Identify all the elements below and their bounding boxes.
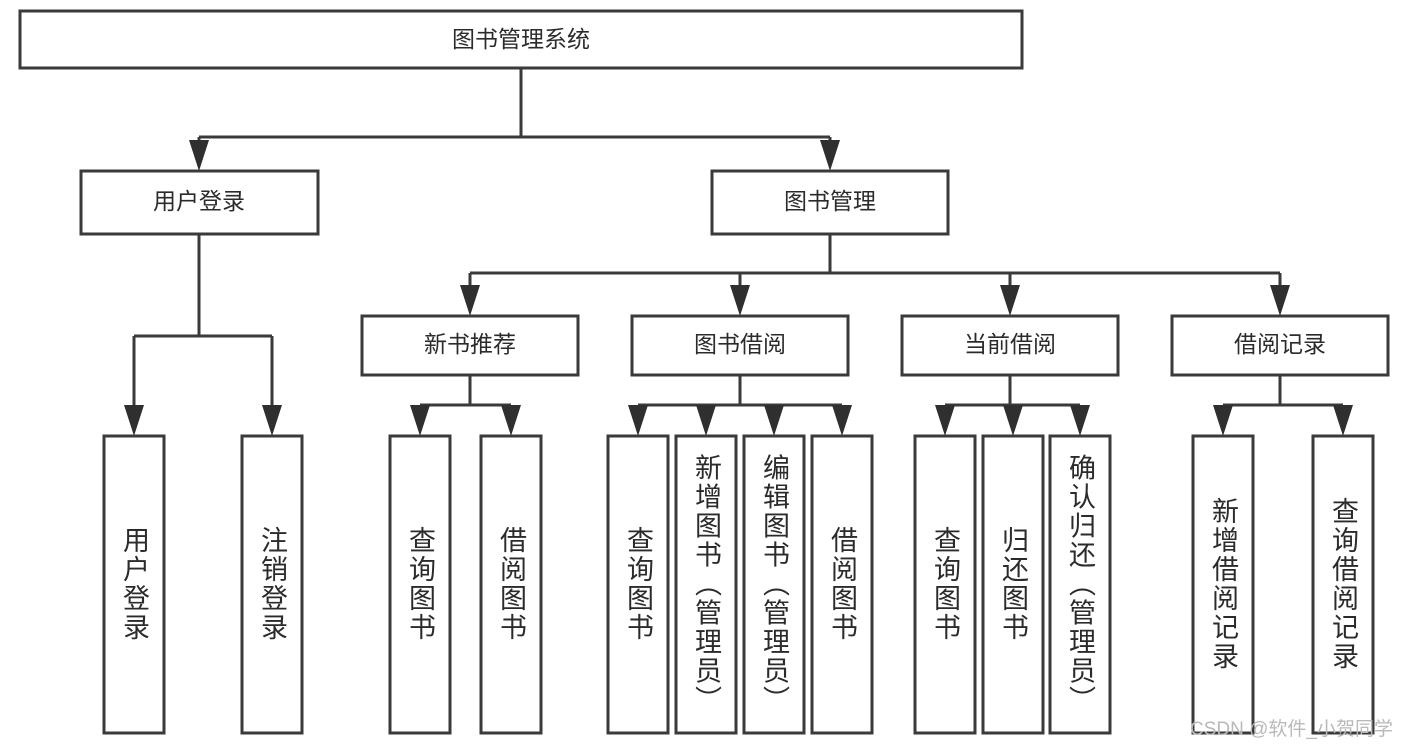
leaf-book-borrow-0-label: 查询图书 xyxy=(623,526,654,642)
arrow-to-leaf-borrowrecord-1 xyxy=(1333,405,1353,436)
node-borrow-record-label: 借阅记录 xyxy=(1234,331,1326,357)
arrow-to-leaf-user-login-0 xyxy=(124,405,144,436)
arrow-to-leaf-newbook-1 xyxy=(501,405,521,436)
leaf-book-borrow-2-label: 编辑图书（管理员） xyxy=(759,453,790,714)
leaf-new-book-1[interactable]: 借阅图书 xyxy=(479,434,543,735)
arrow-to-book-borrow xyxy=(730,285,750,316)
node-new-book-recommend-box[interactable] xyxy=(360,314,580,377)
node-current-borrow[interactable]: 当前借阅 xyxy=(900,314,1120,377)
node-user-login-label: 用户登录 xyxy=(153,188,245,214)
leaf-user-login-0-label: 用户登录 xyxy=(119,526,150,642)
arrow-to-current-borrow xyxy=(1000,285,1020,316)
leaf-borrow-record-0-label: 新增借阅记录 xyxy=(1208,497,1239,671)
leaf-borrow-record-0-box[interactable] xyxy=(1191,434,1255,735)
leaf-borrow-record-1-box[interactable] xyxy=(1311,434,1375,735)
leaf-borrow-record-1[interactable]: 查询借阅记录 xyxy=(1311,434,1375,735)
csdn-watermark: CSDN @软件_小贺同学 xyxy=(1190,718,1393,740)
arrow-to-leaf-newbook-0 xyxy=(410,405,430,436)
arrow-to-user-login xyxy=(189,140,209,171)
arrow-to-borrow-record xyxy=(1270,285,1290,316)
node-new-book-recommend-label: 新书推荐 xyxy=(424,331,516,357)
leaf-user-login-0[interactable]: 用户登录 xyxy=(102,434,166,735)
leaf-book-borrow-1-label: 新增图书（管理员） xyxy=(691,453,722,714)
leaf-current-borrow-2-box[interactable] xyxy=(1048,434,1112,735)
arrow-to-leaf-bookborrow-3 xyxy=(832,405,852,436)
arrow-to-leaf-bookborrow-1 xyxy=(696,405,716,436)
leaf-current-borrow-2-label: 确认归还（管理员） xyxy=(1065,453,1096,714)
arrow-to-leaf-user-login-1 xyxy=(262,405,282,436)
leaf-new-book-1-box[interactable] xyxy=(479,434,543,735)
leaf-book-borrow-0-box[interactable] xyxy=(606,434,670,735)
leaf-book-borrow-1-box[interactable] xyxy=(674,434,738,735)
leaf-book-borrow-1[interactable]: 新增图书（管理员） xyxy=(674,434,738,735)
node-current-borrow-box[interactable] xyxy=(900,314,1120,377)
leaf-user-login-1[interactable]: 注销登录 xyxy=(240,434,304,735)
leaf-current-borrow-0-label: 查询图书 xyxy=(930,526,961,642)
arrow-to-leaf-currentborrow-2 xyxy=(1070,405,1090,436)
node-user-login[interactable]: 用户登录 xyxy=(79,169,320,236)
leaf-current-borrow-0[interactable]: 查询图书 xyxy=(913,434,977,735)
leaf-book-borrow-3-label: 借阅图书 xyxy=(827,526,858,642)
arrow-to-leaf-bookborrow-0 xyxy=(628,405,648,436)
arrow-to-new-book xyxy=(460,285,480,316)
leaf-borrow-record-1-label: 查询借阅记录 xyxy=(1328,497,1359,671)
leaf-book-borrow-0[interactable]: 查询图书 xyxy=(606,434,670,735)
leaf-book-borrow-2[interactable]: 编辑图书（管理员） xyxy=(742,434,806,735)
leaf-borrow-record-0[interactable]: 新增借阅记录 xyxy=(1191,434,1255,735)
node-root-label: 图书管理系统 xyxy=(452,26,590,52)
node-book-borrow-label: 图书借阅 xyxy=(694,331,786,357)
leaf-current-borrow-0-box[interactable] xyxy=(913,434,977,735)
leaf-book-borrow-3-box[interactable] xyxy=(810,434,874,735)
leaf-user-login-0-box[interactable] xyxy=(102,434,166,735)
node-root-system[interactable]: 图书管理系统 xyxy=(18,9,1024,70)
node-user-login-box[interactable] xyxy=(79,169,320,236)
arrow-to-leaf-bookborrow-2 xyxy=(764,405,784,436)
node-new-book-recommend[interactable]: 新书推荐 xyxy=(360,314,580,377)
connector-layer xyxy=(124,68,1353,436)
node-book-borrow[interactable]: 图书借阅 xyxy=(630,314,850,377)
node-book-manage[interactable]: 图书管理 xyxy=(710,169,950,236)
arrow-to-leaf-currentborrow-1 xyxy=(1003,405,1023,436)
leaf-new-book-0[interactable]: 查询图书 xyxy=(388,434,452,735)
arrow-to-leaf-currentborrow-0 xyxy=(935,405,955,436)
node-borrow-record-box[interactable] xyxy=(1170,314,1390,377)
node-root-box[interactable] xyxy=(18,9,1024,70)
leaf-current-borrow-1-label: 归还图书 xyxy=(998,526,1029,642)
leaf-user-login-1-label: 注销登录 xyxy=(257,526,288,642)
leaf-book-borrow-3[interactable]: 借阅图书 xyxy=(810,434,874,735)
node-book-borrow-box[interactable] xyxy=(630,314,850,377)
node-book-manage-label: 图书管理 xyxy=(784,188,876,214)
arrow-to-leaf-borrowrecord-0 xyxy=(1213,405,1233,436)
node-current-borrow-label: 当前借阅 xyxy=(964,331,1056,357)
leaf-user-login-1-box[interactable] xyxy=(240,434,304,735)
leaf-new-book-0-label: 查询图书 xyxy=(405,526,436,642)
leaf-current-borrow-1[interactable]: 归还图书 xyxy=(981,434,1045,735)
leaf-current-borrow-1-box[interactable] xyxy=(981,434,1045,735)
node-borrow-record[interactable]: 借阅记录 xyxy=(1170,314,1390,377)
node-book-manage-box[interactable] xyxy=(710,169,950,236)
leaf-book-borrow-2-box[interactable] xyxy=(742,434,806,735)
arrow-to-book-manage xyxy=(820,140,840,171)
leaf-current-borrow-2[interactable]: 确认归还（管理员） xyxy=(1048,434,1112,735)
leaf-new-book-1-label: 借阅图书 xyxy=(496,526,527,642)
leaf-new-book-0-box[interactable] xyxy=(388,434,452,735)
